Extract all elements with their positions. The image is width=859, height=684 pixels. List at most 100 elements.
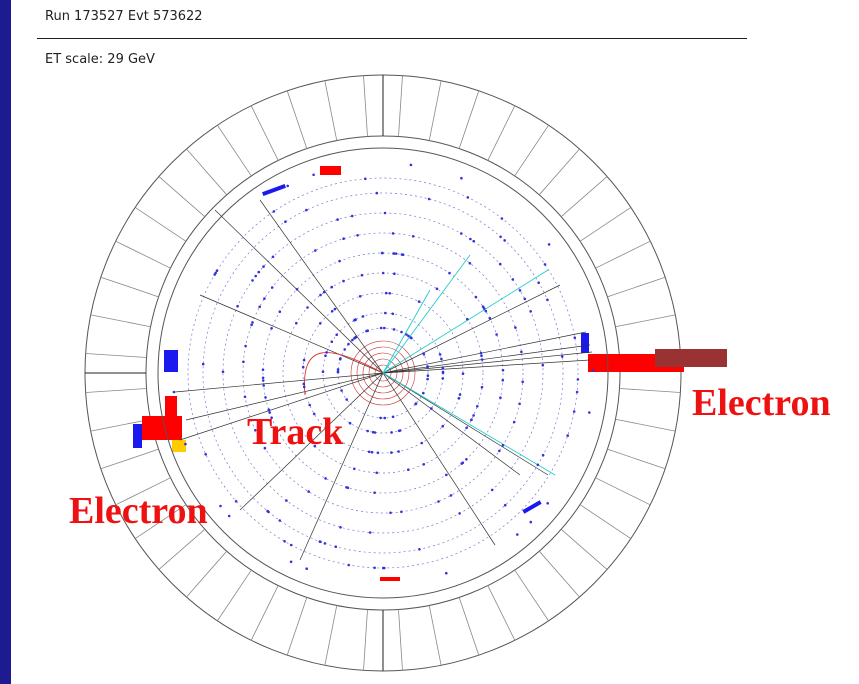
chamber-hit — [324, 354, 327, 358]
chamber-hit — [468, 262, 472, 265]
tower-divider — [85, 388, 147, 393]
chamber-hit — [262, 265, 265, 268]
chamber-hit — [392, 252, 395, 255]
chamber-hit — [503, 239, 507, 242]
chamber-hit — [215, 269, 219, 273]
chamber-hit — [345, 398, 349, 401]
chamber-hit — [518, 402, 521, 406]
chamber-hit — [244, 344, 247, 348]
chamber-hit — [481, 305, 485, 309]
chamber-hit — [435, 287, 439, 291]
track-line — [382, 372, 549, 476]
tower-divider — [217, 124, 252, 177]
chamber-hit — [541, 453, 545, 457]
chamber-hit — [422, 463, 426, 466]
chamber-hit — [518, 289, 522, 292]
track-line — [299, 372, 384, 561]
chamber-hit — [325, 351, 328, 354]
chamber-hit — [339, 526, 342, 529]
chamber-hit — [356, 234, 359, 237]
chamber-hit — [384, 291, 388, 295]
tower-divider — [100, 448, 159, 470]
tower-divider — [363, 609, 368, 671]
chamber-hit — [480, 358, 484, 361]
chamber-hit — [314, 249, 317, 252]
chamber-hit — [243, 395, 247, 399]
track-line — [174, 372, 384, 393]
chamber-hit — [381, 271, 385, 275]
chamber-hit — [323, 542, 327, 545]
chamber-hit — [350, 214, 354, 218]
chamber-hit — [441, 366, 445, 370]
chamber-hit — [219, 504, 222, 508]
chamber-hit — [391, 232, 395, 235]
chamber-hit — [338, 259, 341, 263]
chamber-hit — [448, 271, 451, 275]
chamber-hit — [380, 251, 384, 255]
chamber-hit — [270, 327, 273, 330]
chamber-hit — [498, 262, 502, 266]
chamber-hit — [261, 376, 265, 380]
chamber-hit — [384, 311, 387, 315]
chamber-hit — [305, 567, 309, 570]
calorimeter-towers — [133, 166, 727, 581]
et-scale-label: ET scale: 29 GeV — [45, 52, 155, 67]
chamber-hit — [250, 323, 253, 327]
chamber-hit — [266, 509, 269, 513]
chamber-hit — [272, 210, 276, 213]
muon-hit-top-left — [262, 184, 286, 196]
chamber-hit — [358, 295, 362, 298]
chamber-hit — [500, 217, 504, 220]
chamber-hit — [566, 434, 569, 437]
chamber-hit — [591, 369, 595, 372]
chamber-hit — [469, 237, 472, 241]
tower-divider — [186, 148, 228, 196]
chamber-hit — [440, 357, 443, 361]
chamber-hit — [393, 272, 396, 276]
tower-divider — [90, 314, 151, 328]
chamber-hit — [514, 326, 517, 329]
run-event-label: Run 173527 Evt 573622 — [45, 9, 203, 24]
track-line — [239, 372, 384, 511]
chamber-hit — [501, 368, 505, 372]
chamber-hit — [254, 274, 257, 278]
curved-track — [304, 352, 384, 396]
chamber-hit — [268, 411, 272, 414]
chamber-hit — [498, 449, 501, 453]
chamber-layer — [242, 232, 524, 514]
chamber-hit — [388, 292, 392, 295]
chamber-hit — [480, 385, 484, 389]
chamber-hit — [351, 338, 354, 342]
chamber-hit — [251, 321, 254, 324]
chamber-hit — [312, 173, 315, 177]
chamber-hit — [573, 336, 577, 340]
chamber-hit — [284, 220, 287, 223]
chamber-hit — [437, 500, 440, 503]
event-display-panel: Run 173527 Evt 573622 ET scale: 29 GeV — [11, 0, 859, 684]
muon-hit-left — [133, 424, 142, 448]
tower-divider — [560, 528, 608, 570]
tower-divider — [324, 80, 338, 141]
track-line — [382, 344, 591, 374]
chamber-hit — [342, 237, 345, 240]
chamber-hit — [516, 533, 519, 536]
tower-divider — [607, 276, 666, 298]
chamber-hit — [414, 402, 418, 405]
chamber-hit — [278, 310, 282, 314]
chamber-hit — [422, 353, 426, 356]
tower-divider — [398, 609, 403, 671]
chamber-hit — [529, 310, 532, 313]
tower-divider — [324, 605, 338, 666]
cyan-track — [382, 254, 471, 374]
chamber-hit — [520, 350, 523, 354]
chamber-hit — [262, 384, 266, 387]
chamber-hit — [330, 309, 334, 313]
had-tower-right — [655, 349, 727, 367]
chamber-hit — [283, 540, 286, 543]
chamber-hit — [267, 408, 271, 412]
track-line — [185, 372, 384, 421]
chamber-hit — [543, 263, 547, 266]
chamber-hit — [348, 421, 352, 425]
chamber-hit — [236, 304, 239, 308]
chamber-hit — [302, 385, 306, 389]
